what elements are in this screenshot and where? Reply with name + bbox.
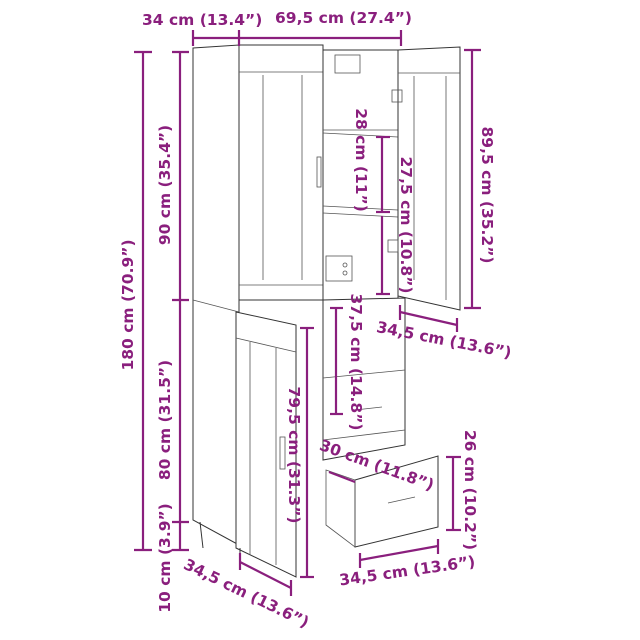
cabinet-illustration [192,44,461,578]
lower-door-open [235,311,297,578]
label-upper-inner-height: 89,5 cm (35.2”) [478,127,496,264]
label-upper-height: 90 cm (35.4”) [156,125,174,245]
drawer-column [322,297,406,461]
cabinet-side-panel [192,44,240,546]
label-lower-inner-height: 79,5 cm (31.3”) [285,387,303,524]
label-lower-height: 80 cm (31.5”) [156,360,174,480]
label-width-open: 69,5 cm (27.4”) [275,9,412,27]
label-leg-height: 10 cm (3.9”) [156,503,174,613]
door-handle [316,156,322,188]
label-drawer-height: 26 cm (10.2”) [461,430,479,550]
dimension-lines [134,30,481,596]
label-shelf-height-1: 28 cm (11”) [352,108,370,212]
label-total-height: 180 cm (70.9”) [119,239,137,370]
label-shelf-height-2: 27,5 cm (10.8”) [397,157,415,294]
label-depth-top: 34 cm (13.4”) [142,11,262,29]
upper-right-door-open [397,46,461,311]
label-compartment-height: 37,5 cm (14.8”) [347,294,365,431]
upper-interior [322,49,399,301]
upper-left-door [238,44,324,301]
